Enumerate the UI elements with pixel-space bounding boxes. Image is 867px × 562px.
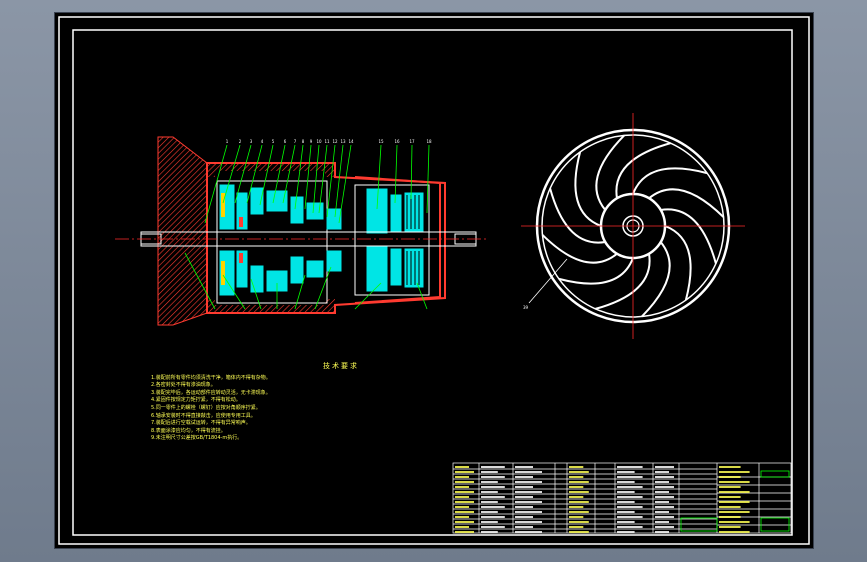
svg-text:1: 1: [226, 139, 229, 144]
svg-text:15: 15: [378, 139, 384, 144]
svg-text:18: 18: [426, 139, 432, 144]
main-housing-hatch-bottom: [207, 299, 335, 313]
fan-blade: [632, 167, 708, 195]
tech-req-line: 4.紧固件按规定力矩拧紧，不得有松动。: [151, 397, 241, 404]
svg-text:6: 6: [284, 139, 287, 144]
svg-text:3: 3: [250, 139, 253, 144]
svg-text:2: 2: [239, 139, 242, 144]
svg-text:7: 7: [294, 139, 297, 144]
fan-blade: [549, 188, 606, 244]
fan-blade: [595, 253, 651, 310]
gear-train: [219, 184, 424, 296]
svg-text:17: 17: [409, 139, 415, 144]
tech-req-line: 3.装配完毕后，各运动部件应转动灵活，无卡滞现象。: [151, 389, 271, 396]
clutch-plates: [406, 195, 420, 285]
main-housing-hatch-top: [207, 163, 335, 177]
fan-blade: [595, 134, 625, 211]
title-block-entries: [455, 466, 750, 533]
tech-req-title: 技术要求: [323, 362, 359, 370]
svg-text:8: 8: [302, 139, 305, 144]
tech-req-line: 5.同一零件上的螺栓（螺钉）应按对角顺序拧紧。: [151, 404, 261, 411]
fan-blade: [574, 151, 602, 227]
tech-req-line: 9.未注明尺寸公差按GB/T1804-m执行。: [151, 435, 243, 442]
tech-req-line: 7.装配后进行空载试运转，不得有异常响声。: [151, 420, 251, 427]
fan-view: 39: [521, 113, 745, 339]
svg-text:39: 39: [523, 305, 529, 310]
svg-text:9: 9: [310, 139, 313, 144]
fan-blade: [648, 188, 725, 218]
technical-requirements: 技术要求 1.装配前所有零件均须清洗干净，箱体内不得有杂物。 2.各密封处不得有…: [151, 362, 531, 443]
fan-blade: [541, 234, 618, 264]
svg-text:5: 5: [272, 139, 275, 144]
title-block: [452, 462, 792, 534]
tech-req-line: 6.轴承安装时不得直接敲击，应使用专用工具。: [151, 412, 256, 419]
bell-housing: [157, 136, 208, 326]
tech-req-line: 2.各密封处不得有渗油现象。: [151, 382, 216, 389]
svg-text:4: 4: [261, 139, 264, 144]
fan-blades: [541, 134, 725, 318]
rear-housing: [354, 176, 441, 304]
svg-text:13: 13: [340, 139, 346, 144]
svg-text:10: 10: [316, 139, 322, 144]
tech-req-line: 1.装配前所有零件均须清洗干净，箱体内不得有杂物。: [151, 374, 271, 381]
fan-blade: [615, 142, 671, 199]
fan-blade: [641, 241, 671, 318]
fan-blade: [660, 208, 717, 264]
tech-req-line: 8.表面涂漆应均匀，不得有流挂。: [151, 427, 226, 434]
svg-text:12: 12: [332, 139, 338, 144]
sheet-border-inner: [72, 29, 793, 536]
fan-blade: [664, 225, 692, 301]
sheet-border-outer: [58, 16, 810, 545]
part-leader-lines: [184, 144, 430, 310]
svg-text:16: 16: [394, 139, 400, 144]
svg-text:11: 11: [324, 139, 330, 144]
fan-leader: [528, 258, 568, 304]
svg-text:14: 14: [348, 139, 354, 144]
fan-blade: [558, 257, 634, 285]
